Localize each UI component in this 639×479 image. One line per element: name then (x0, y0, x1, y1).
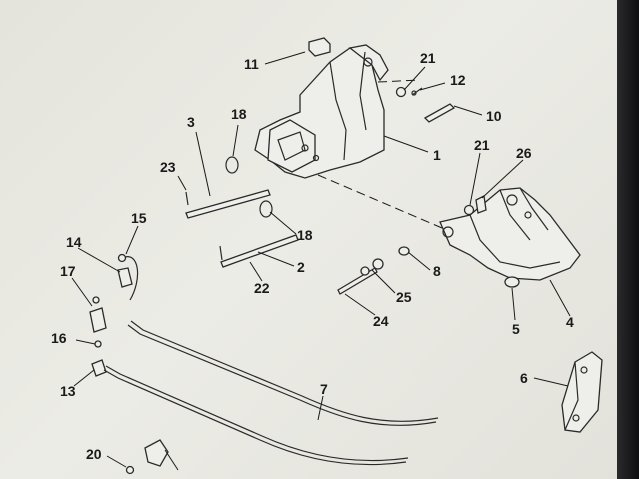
part-25-washer (360, 258, 384, 276)
callout-25: 25 (396, 289, 412, 305)
part-6-valve (561, 351, 603, 433)
part-12-clip (411, 87, 423, 96)
leader-lines (71, 51, 571, 471)
part-14-fitting (117, 267, 133, 288)
callout-14: 14 (66, 234, 82, 250)
callout-labels: 11 21 12 10 18 3 1 23 21 26 15 18 14 2 8… (51, 50, 574, 462)
callout-11: 11 (244, 56, 259, 72)
alignment-line (377, 79, 421, 83)
callout-15: 15 (131, 210, 147, 226)
callout-3: 3 (187, 114, 195, 130)
part-7-hose (103, 320, 439, 466)
part-8-nut (398, 246, 410, 256)
callout-23: 23 (160, 159, 176, 175)
callout-21: 21 (474, 137, 490, 153)
part-23-cotter (185, 191, 189, 206)
callout-17: 17 (60, 263, 76, 279)
callout-18: 18 (297, 227, 313, 243)
callout-5: 5 (512, 321, 520, 337)
part-3-long-pin (185, 189, 271, 219)
alignment-line (317, 174, 443, 229)
callout-6: 6 (520, 370, 528, 386)
part-1-main-bracket (254, 37, 389, 179)
part-16-oring (94, 340, 102, 348)
callout-13: 13 (60, 383, 76, 399)
part-18-ring (225, 156, 273, 218)
part-15-hose-loop (117, 253, 139, 301)
part-24-bolt (337, 267, 378, 295)
callout-26: 26 (516, 145, 532, 161)
callout-21: 21 (420, 50, 436, 66)
part-21-washer (395, 86, 475, 216)
callout-7: 7 (320, 381, 328, 397)
part-17-fitting (89, 296, 107, 333)
part-4-lower-bracket (439, 187, 581, 281)
callout-18: 18 (231, 106, 247, 122)
callout-12: 12 (450, 72, 466, 88)
part-20-fitting (125, 439, 169, 475)
callout-8: 8 (433, 263, 441, 279)
callout-16: 16 (51, 330, 67, 346)
part-13-elbow (91, 359, 107, 377)
callout-2: 2 (297, 259, 305, 275)
callout-22: 22 (254, 280, 270, 296)
part-2-pin (219, 234, 299, 268)
part-5-bushing (504, 276, 520, 288)
callout-10: 10 (486, 108, 502, 124)
part-10-pin (423, 103, 456, 123)
part-26-bolt (475, 195, 487, 214)
callout-24: 24 (373, 313, 389, 329)
callout-20: 20 (86, 446, 102, 462)
callout-1: 1 (433, 147, 441, 163)
callout-4: 4 (566, 314, 574, 330)
monitor-bezel (617, 0, 639, 479)
